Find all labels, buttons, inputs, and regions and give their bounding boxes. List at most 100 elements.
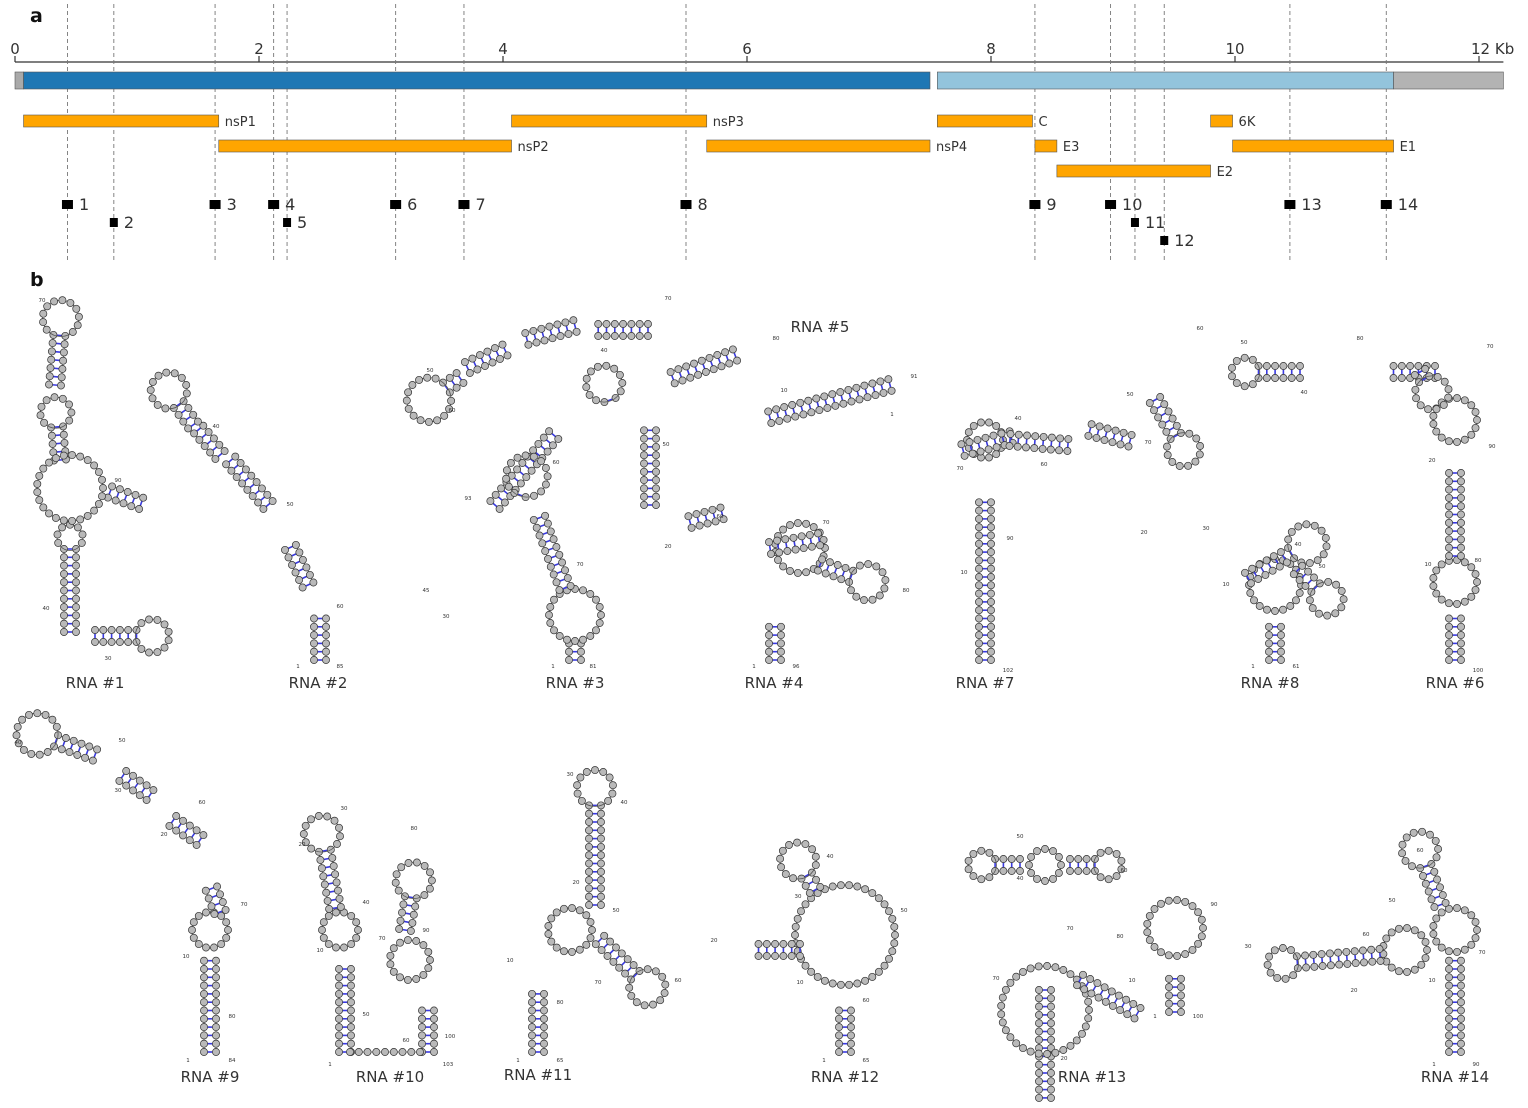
nucleotide: [586, 918, 595, 927]
nucleotide: [291, 568, 300, 577]
nucleotide: [835, 1006, 843, 1015]
nucleotide: [1122, 995, 1131, 1004]
nucleotide: [1035, 986, 1043, 994]
nucleotide: [60, 578, 68, 587]
nucleotide: [828, 979, 837, 988]
rna-marker-label: 12: [1174, 231, 1194, 250]
nucleotide: [1429, 922, 1438, 930]
nucleotide: [502, 474, 511, 483]
nucleotide: [35, 496, 44, 505]
nucleotide: [775, 548, 784, 557]
nucleotide: [98, 475, 106, 484]
nucleotide: [987, 514, 995, 523]
nucleotide: [48, 715, 57, 724]
nucleotide: [295, 576, 304, 584]
position-number: 80: [1475, 558, 1482, 564]
nucleotide: [640, 467, 648, 476]
nucleotide: [1343, 959, 1352, 968]
rna-structure-label: RNA #9: [181, 1068, 240, 1086]
position-number: 40: [827, 854, 834, 860]
nucleotide: [1436, 883, 1444, 892]
nucleotide: [160, 643, 169, 652]
nucleotide: [1457, 1048, 1465, 1056]
nucleotide: [1410, 371, 1419, 379]
protein-label: nsP1: [225, 115, 256, 130]
nucleotide: [549, 535, 558, 544]
nucleotide: [1047, 1027, 1055, 1036]
nucleotide: [566, 581, 575, 590]
nucleotide: [1421, 365, 1430, 373]
nucleotide: [821, 569, 830, 578]
position-number: 40: [601, 348, 608, 354]
nucleotide: [573, 781, 582, 790]
nucleotide: [844, 385, 853, 394]
nucleotide: [1177, 983, 1185, 992]
nucleotide: [212, 965, 220, 973]
nucleotide: [1437, 560, 1446, 569]
nucleotide: [123, 488, 132, 496]
nucleotide: [975, 556, 983, 565]
nucleotide: [60, 569, 68, 578]
nucleotide: [1265, 647, 1273, 656]
genome-segment-5utr: [14, 71, 24, 90]
nucleotide: [185, 836, 194, 845]
nucleotide: [45, 372, 54, 381]
nucleotide: [708, 505, 717, 514]
nucleotide: [1444, 393, 1453, 402]
nucleotide: [1162, 427, 1171, 436]
nucleotide: [615, 963, 624, 972]
nucleotide: [975, 614, 983, 623]
nucleotide: [1281, 974, 1290, 983]
nucleotide: [561, 566, 569, 575]
nucleotide: [1460, 597, 1469, 606]
nucleotide: [585, 826, 593, 835]
nucleotide: [1273, 973, 1282, 982]
nucleotide: [83, 511, 92, 520]
nucleotide: [502, 466, 511, 475]
nucleotide: [652, 426, 660, 435]
nucleotide: [1047, 1077, 1055, 1086]
nucleotide: [298, 555, 307, 564]
nucleotide: [1445, 1006, 1453, 1015]
rna-structure-label: RNA #10: [356, 1068, 424, 1086]
position-number: 50: [427, 368, 434, 374]
nucleotide: [878, 568, 887, 577]
nucleotide: [969, 849, 978, 858]
nucleotide: [1277, 631, 1285, 640]
rna-marker: [109, 218, 118, 227]
nucleotide: [1093, 979, 1102, 988]
nucleotide: [975, 523, 983, 532]
nucleotide: [568, 947, 576, 956]
position-number: 70: [577, 562, 584, 568]
nucleotide: [25, 710, 33, 719]
nucleotide: [1305, 559, 1314, 568]
nucleotide: [552, 908, 561, 917]
nucleotide: [473, 365, 482, 374]
nucleotide: [352, 918, 361, 927]
axis-tick-label: 4: [498, 40, 508, 58]
nucleotide: [847, 586, 855, 595]
position-number: 100: [445, 1034, 456, 1040]
nucleotide: [874, 894, 883, 903]
nucleotide: [762, 940, 771, 948]
nucleotide: [1334, 948, 1343, 957]
nucleotide: [820, 392, 829, 401]
position-number: 50: [119, 738, 126, 744]
nucleotide: [1082, 855, 1091, 863]
nucleotide: [1266, 968, 1275, 977]
nucleotide: [1232, 379, 1241, 388]
nucleotide: [861, 885, 870, 894]
nucleotide: [427, 876, 436, 885]
nucleotide: [585, 876, 593, 885]
nucleotide: [783, 547, 792, 555]
nucleotide: [1047, 1085, 1055, 1094]
nucleotide: [1188, 945, 1197, 954]
nucleotide: [1445, 437, 1453, 446]
nucleotide: [805, 889, 814, 897]
position-number: 90: [423, 928, 430, 934]
nucleotide: [1150, 406, 1158, 415]
nucleotide: [1317, 526, 1326, 535]
rna-structure-label: RNA #14: [1421, 1068, 1489, 1086]
